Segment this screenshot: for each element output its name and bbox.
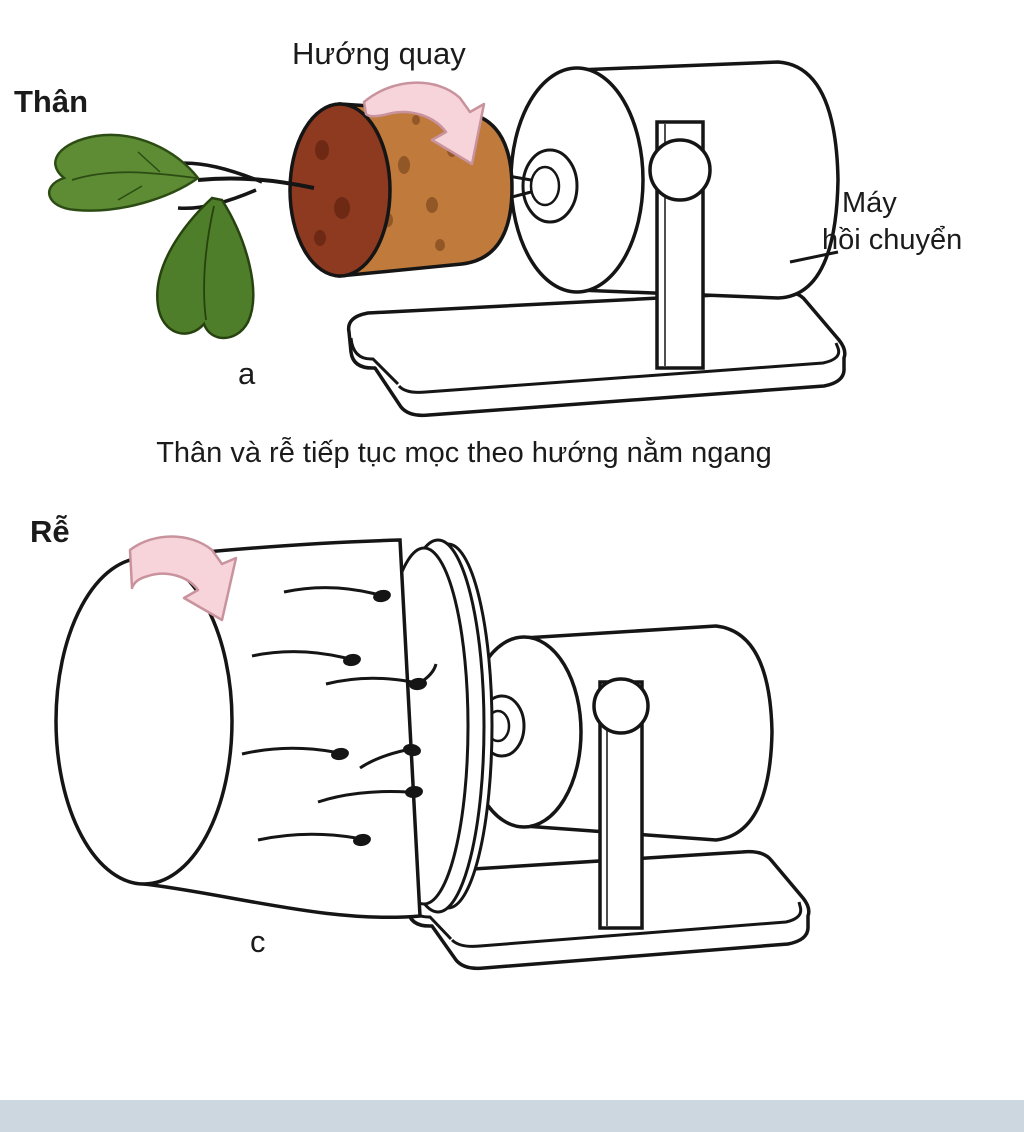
machine-label-line2: hồi chuyển (822, 224, 962, 256)
panel-letter-a: a (238, 356, 256, 391)
panel-letter-c: c (250, 924, 266, 959)
machine-label-pointer (789, 250, 839, 264)
cork-face (288, 102, 392, 278)
root-label: Rễ (30, 514, 70, 549)
footer-bar (0, 1100, 1024, 1132)
rotation-label: Hướng quay (292, 36, 466, 71)
stem-label: Thân (14, 84, 88, 119)
clinostat-drum (465, 624, 774, 842)
figure-caption: Thân và rễ tiếp tục mọc theo hướng nằm n… (156, 437, 772, 469)
plant-stem (48, 133, 315, 340)
figure-a-illustration: Hướng quay Thân Máy hồi chuyển a (14, 36, 962, 418)
cork-face-texture (314, 140, 350, 246)
clinostat-base (346, 289, 847, 418)
rotating-cylinder (54, 538, 422, 920)
rotation-arrow-icon (362, 81, 486, 166)
clinostat-stand (592, 677, 650, 930)
seedlings (241, 586, 438, 847)
clinostat-stand (648, 120, 712, 370)
machine-label-line1: Máy (842, 187, 897, 219)
figure-c-illustration: Rễ c (30, 514, 811, 971)
rotation-arrow-icon (128, 535, 238, 622)
